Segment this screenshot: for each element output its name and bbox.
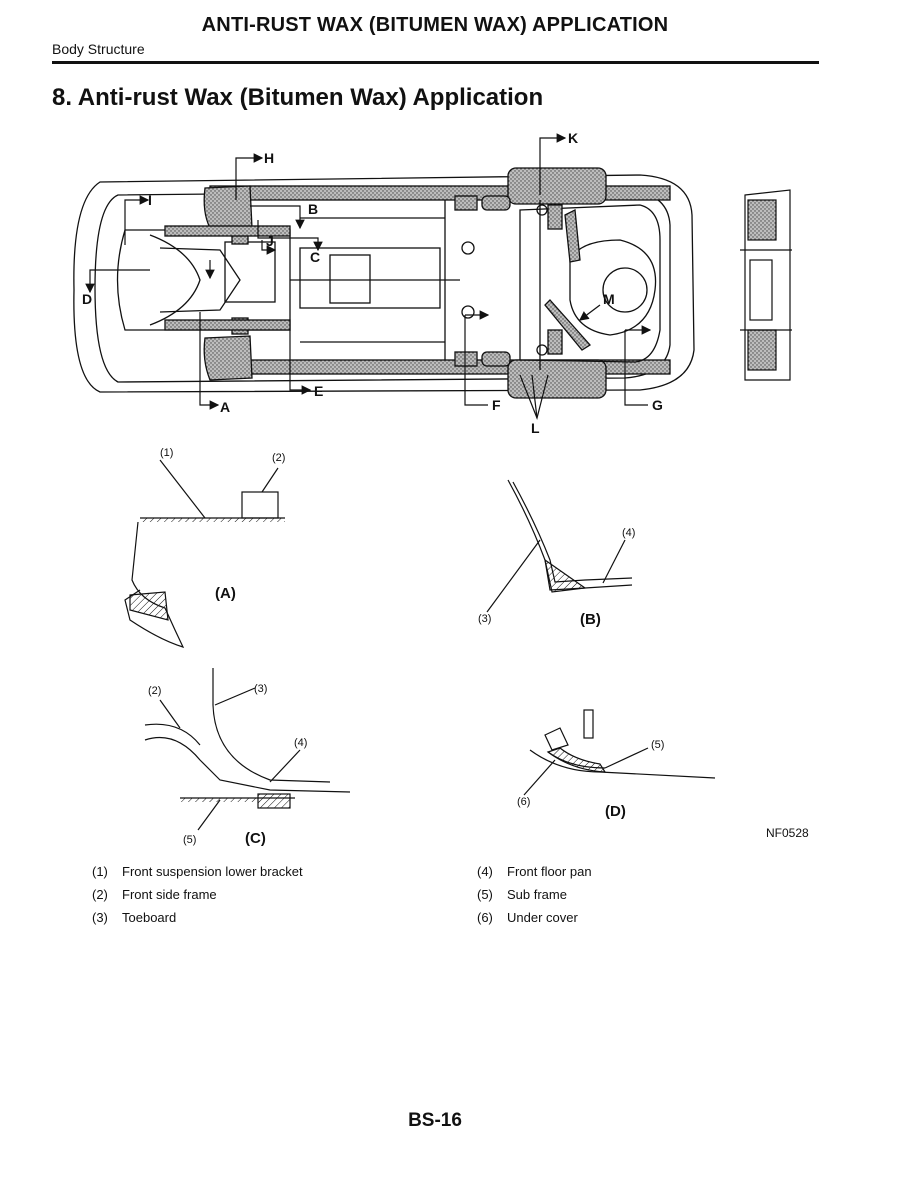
detail-c-part-3: (3) <box>254 683 267 695</box>
detail-c-part-5: (5) <box>183 834 196 846</box>
callout-k: K <box>568 130 578 146</box>
legend-number: (4) <box>477 864 493 879</box>
detail-d-label: (D) <box>605 803 626 820</box>
section-name: Body Structure <box>52 41 145 57</box>
detail-c-part-4: (4) <box>294 737 307 749</box>
legend-text: Front suspension lower bracket <box>122 864 303 879</box>
detail-d <box>523 709 716 796</box>
detail-b-label: (B) <box>580 611 601 628</box>
detail-a-label: (A) <box>215 585 236 602</box>
detail-b-part-4: (4) <box>622 527 635 539</box>
callout-e: E <box>314 383 323 399</box>
detail-b-part-3: (3) <box>478 613 491 625</box>
detail-a-part-1: (1) <box>160 447 173 459</box>
detail-d-part-6: (6) <box>517 796 530 808</box>
legend-number: (6) <box>477 910 493 925</box>
legend-text: Front floor pan <box>507 864 592 879</box>
legend-item: (4) Front floor pan <box>477 864 777 882</box>
callout-j: J <box>266 233 274 249</box>
callout-leaders <box>85 133 652 420</box>
detail-a-part-2: (2) <box>272 452 285 464</box>
page-number: BS-16 <box>408 1110 462 1131</box>
callout-m: M <box>603 291 615 307</box>
legend-text: Sub frame <box>507 887 567 902</box>
legend-item: (1) Front suspension lower bracket <box>92 864 392 882</box>
section-heading: 8. Anti-rust Wax (Bitumen Wax) Applicati… <box>52 84 544 111</box>
page-header-title: ANTI-RUST WAX (BITUMEN WAX) APPLICATION <box>201 14 669 36</box>
callout-i: I <box>148 192 152 208</box>
detail-d-part-5: (5) <box>651 739 664 751</box>
legend-text: Front side frame <box>122 887 217 902</box>
callout-f: F <box>492 397 501 413</box>
legend-item: (3) Toeboard <box>92 910 392 928</box>
detail-c <box>144 668 351 831</box>
header-divider <box>52 61 819 64</box>
underbody-plan-view <box>73 167 695 399</box>
legend-number: (1) <box>92 864 108 879</box>
detail-c-label: (C) <box>245 830 266 847</box>
callout-h: H <box>264 150 274 166</box>
side-profile-view <box>740 189 792 381</box>
callout-a: A <box>220 399 230 415</box>
callout-b: B <box>308 201 318 217</box>
legend-number: (2) <box>92 887 108 902</box>
callout-letters: H K I B J C D A E F G L M <box>82 130 663 436</box>
legend-text: Toeboard <box>122 910 177 925</box>
legend-item: (2) Front side frame <box>92 887 392 905</box>
legend-item: (5) Sub frame <box>477 887 777 905</box>
legend-text: Under cover <box>507 910 578 925</box>
detail-a <box>124 459 285 648</box>
legend-number: (3) <box>92 910 108 925</box>
callout-d: D <box>82 291 92 307</box>
detail-c-part-2: (2) <box>148 685 161 697</box>
figure-code: NF0528 <box>766 826 809 840</box>
callout-g: G <box>652 397 663 413</box>
parts-legend: (1) Front suspension lower bracket (2) F… <box>92 864 832 944</box>
legend-number: (5) <box>477 887 493 902</box>
callout-l: L <box>531 420 540 436</box>
callout-c: C <box>310 249 320 265</box>
legend-item: (6) Under cover <box>477 910 777 928</box>
detail-b <box>486 479 633 613</box>
